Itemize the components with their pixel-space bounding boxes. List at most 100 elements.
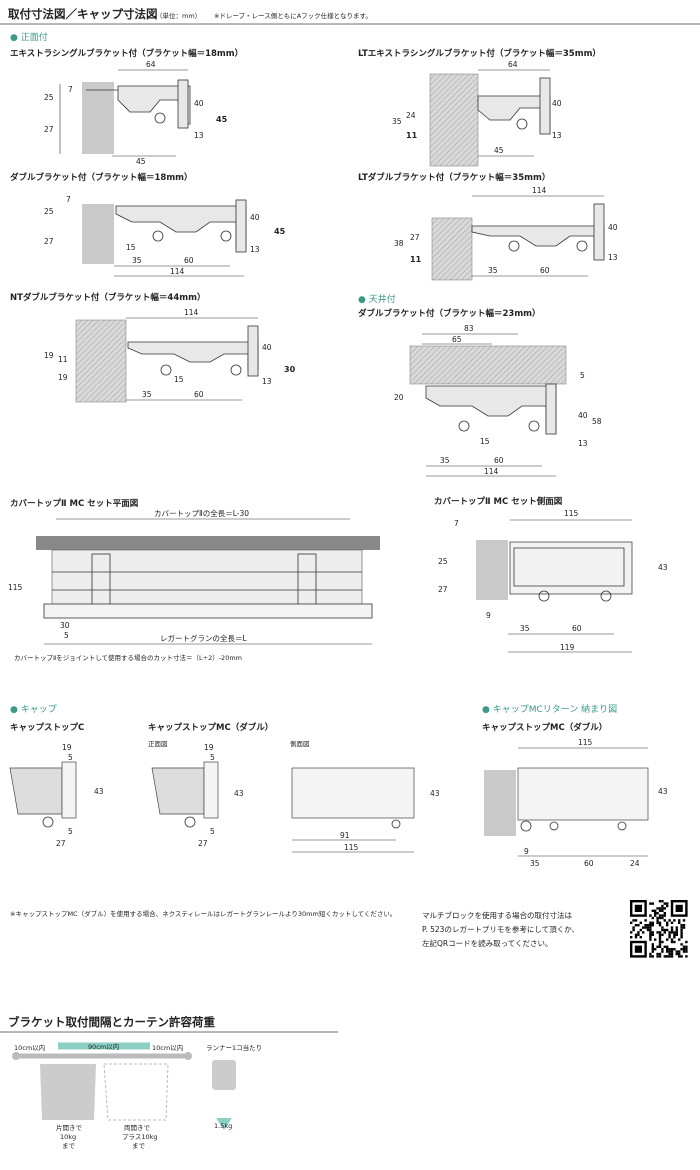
svg-text:40: 40 <box>262 343 272 352</box>
svg-text:45: 45 <box>274 227 286 236</box>
diagram-lt-double: LTダブルブラケット付（ブラケット幅＝35mm） 114 40 27 38 11… <box>358 172 618 281</box>
diagram-double: ダブルブラケット付（ブラケット幅＝18mm） 7 25 40 45 27 15 … <box>10 172 286 277</box>
svg-text:65: 65 <box>452 335 462 344</box>
svg-text:27: 27 <box>198 839 208 848</box>
svg-text:35: 35 <box>392 117 402 126</box>
svg-text:15: 15 <box>126 243 136 252</box>
svg-text:13: 13 <box>578 439 588 448</box>
svg-text:19: 19 <box>58 373 68 382</box>
svg-text:19: 19 <box>204 743 214 752</box>
svg-text:90cm以内: 90cm以内 <box>88 1042 119 1051</box>
svg-text:側面図: 側面図 <box>290 740 310 748</box>
section-cap: ● キャップ <box>10 704 57 715</box>
svg-text:まで: まで <box>62 1142 76 1150</box>
svg-text:片開きで: 片開きで <box>56 1123 83 1132</box>
svg-text:11: 11 <box>406 131 418 140</box>
svg-text:43: 43 <box>430 789 440 798</box>
svg-text:64: 64 <box>146 60 156 69</box>
diagram-ceiling-double: ● 天井付 ダブルブラケット付（ブラケット幅＝23mm） 83 65 5 20 … <box>358 293 602 477</box>
svg-text:35: 35 <box>142 390 152 399</box>
diagram-nt-double: NTダブルブラケット付（ブラケット幅＝44mm） 114 40 19 11 30… <box>10 292 296 403</box>
multi-block-note-line: 左記QRコードを読み取ってください。 <box>422 938 553 948</box>
page-title: 取付寸法図／キャップ寸法図 <box>8 7 158 21</box>
svg-text:119: 119 <box>560 643 575 652</box>
svg-text:43: 43 <box>658 563 668 572</box>
diagram-cover-side: カバートップⅡ MC セット側面図 115 7 25 43 27 9 35 60… <box>434 496 668 653</box>
svg-text:13: 13 <box>194 131 204 140</box>
svg-text:27: 27 <box>410 233 420 242</box>
svg-text:13: 13 <box>552 131 562 140</box>
svg-text:40: 40 <box>608 223 618 232</box>
svg-text:35: 35 <box>488 266 498 275</box>
unit-label: （単位：mm） <box>156 11 201 20</box>
svg-text:35: 35 <box>520 624 530 633</box>
svg-text:13: 13 <box>262 377 272 386</box>
svg-text:114: 114 <box>484 467 499 476</box>
svg-text:正面図: 正面図 <box>148 740 168 748</box>
svg-text:13: 13 <box>608 253 618 262</box>
svg-text:114: 114 <box>532 186 547 195</box>
svg-text:10cm以内: 10cm以内 <box>14 1043 45 1052</box>
cap-title: キャップストップMC（ダブル） <box>148 722 273 733</box>
diagram-title: エキストラシングルブラケット付（ブラケット幅＝18mm） <box>10 48 243 59</box>
svg-text:5: 5 <box>68 827 73 836</box>
svg-text:43: 43 <box>94 787 104 796</box>
svg-text:10cm以内: 10cm以内 <box>152 1043 183 1052</box>
svg-text:35: 35 <box>530 859 540 868</box>
svg-text:19: 19 <box>62 743 72 752</box>
svg-text:91: 91 <box>340 831 350 840</box>
svg-text:15: 15 <box>174 375 184 384</box>
qr-code-icon[interactable] <box>628 898 690 960</box>
svg-text:5: 5 <box>210 827 215 836</box>
diagram-title: ダブルブラケット付（ブラケット幅＝18mm） <box>10 172 193 183</box>
svg-text:60: 60 <box>540 266 550 275</box>
cap-stop-mc-return: キャップストップMC（ダブル） 115 43 9 35 60 24 <box>482 722 668 868</box>
svg-text:5: 5 <box>210 753 215 762</box>
svg-text:27: 27 <box>44 125 54 134</box>
svg-text:40: 40 <box>552 99 562 108</box>
multi-block-note-line: P. 523のレガートプリモを参考にして頂くか、 <box>422 924 579 934</box>
svg-text:83: 83 <box>464 324 474 333</box>
svg-text:60: 60 <box>494 456 504 465</box>
svg-text:5: 5 <box>64 631 69 640</box>
svg-text:114: 114 <box>170 267 185 276</box>
svg-text:10kg: 10kg <box>60 1133 76 1141</box>
svg-text:まで: まで <box>132 1142 146 1150</box>
svg-text:30: 30 <box>60 621 70 630</box>
diagram-title: LTダブルブラケット付（ブラケット幅＝35mm） <box>358 172 550 183</box>
svg-text:115: 115 <box>578 738 593 747</box>
cap-stop-mc: キャップストップMC（ダブル） 正面図 側面図 19 5 43 5 27 43 … <box>148 722 440 853</box>
svg-text:43: 43 <box>658 787 668 796</box>
svg-text:58: 58 <box>592 417 602 426</box>
svg-text:43: 43 <box>234 789 244 798</box>
svg-text:プラス10kg: プラス10kg <box>122 1133 158 1141</box>
svg-text:5: 5 <box>68 753 73 762</box>
svg-text:24: 24 <box>406 111 416 120</box>
svg-text:1.5kg: 1.5kg <box>214 1122 232 1130</box>
svg-text:20: 20 <box>394 393 404 402</box>
svg-text:40: 40 <box>578 411 588 420</box>
svg-text:60: 60 <box>194 390 204 399</box>
diagram-title: ダブルブラケット付（ブラケット幅＝23mm） <box>358 308 541 319</box>
section-ceiling-mount: ● 天井付 <box>358 293 396 305</box>
svg-text:24: 24 <box>630 859 640 868</box>
svg-text:11: 11 <box>58 355 68 364</box>
svg-text:両開きで: 両開きで <box>124 1124 151 1132</box>
svg-text:38: 38 <box>394 239 404 248</box>
svg-text:27: 27 <box>56 839 66 848</box>
svg-text:35: 35 <box>132 256 142 265</box>
cap-note: ※キャップストップMC（ダブル）を使用する場合、ネクスティレールはレガートグラン… <box>10 909 396 918</box>
svg-text:60: 60 <box>584 859 594 868</box>
svg-text:7: 7 <box>454 519 459 528</box>
svg-text:カバートップⅡをジョイントして使用する場合のカット寸法＝（L: カバートップⅡをジョイントして使用する場合のカット寸法＝（L÷2）-20mm <box>14 653 242 662</box>
svg-text:5: 5 <box>580 371 585 380</box>
cap-title: キャップストップC <box>10 722 84 733</box>
diagram-title: NTダブルブラケット付（ブラケット幅＝44mm） <box>10 292 205 303</box>
svg-text:9: 9 <box>524 847 529 856</box>
svg-text:40: 40 <box>194 99 204 108</box>
diagram-lt-extra-single: LTエキストラシングルブラケット付（ブラケット幅＝35mm） 64 35 24 … <box>358 48 601 167</box>
diagram-title: LTエキストラシングルブラケット付（ブラケット幅＝35mm） <box>358 48 601 59</box>
svg-text:115: 115 <box>344 843 359 852</box>
svg-text:64: 64 <box>508 60 518 69</box>
